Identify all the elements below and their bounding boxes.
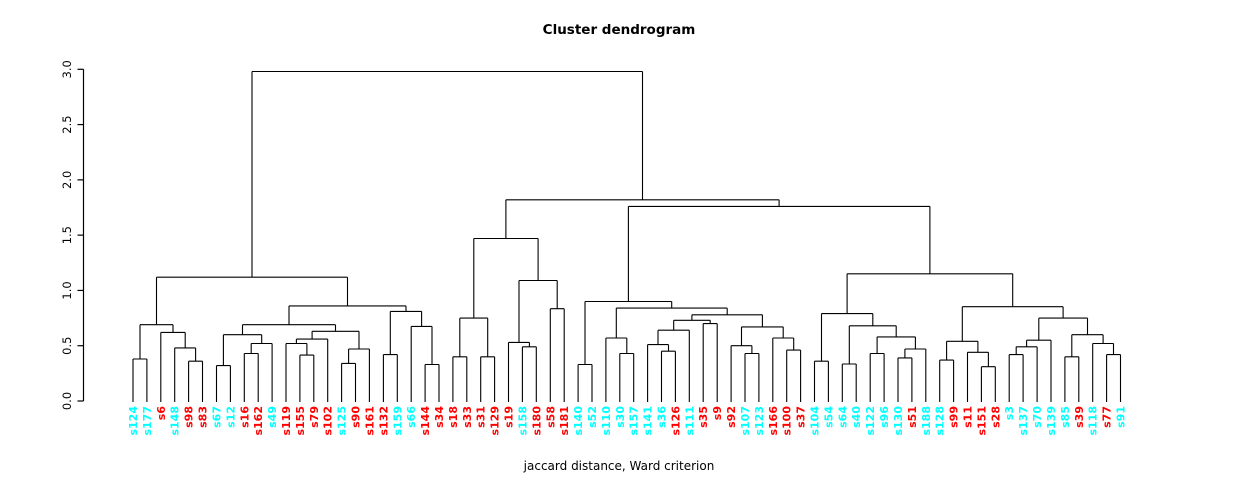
leaf-label: s137 bbox=[1017, 406, 1030, 436]
y-tick-label: 0.5 bbox=[60, 337, 74, 355]
leaf-label: s141 bbox=[642, 406, 655, 436]
leaf-label: s123 bbox=[753, 406, 766, 436]
leaf-label: s96 bbox=[878, 406, 891, 428]
leaf-label: s128 bbox=[934, 406, 947, 436]
leaf-label: s159 bbox=[391, 406, 404, 436]
leaf-label: s151 bbox=[975, 406, 988, 436]
leaf-label: s157 bbox=[628, 406, 641, 436]
leaf-label: s110 bbox=[600, 406, 613, 436]
x-axis-label: jaccard distance, Ward criterion bbox=[523, 459, 715, 473]
leaf-label: s28 bbox=[989, 406, 1002, 428]
leaf-label: s107 bbox=[739, 406, 752, 436]
leaf-label: s37 bbox=[795, 406, 808, 428]
leaf-label: s70 bbox=[1031, 406, 1044, 428]
leaf-label: s36 bbox=[656, 406, 669, 428]
leaf-label: s102 bbox=[322, 406, 335, 436]
leaf-label: s100 bbox=[781, 406, 794, 436]
leaf-label: s19 bbox=[503, 406, 516, 428]
leaf-label: s118 bbox=[1087, 406, 1100, 436]
leaf-label: s129 bbox=[489, 406, 502, 436]
leaf-label: s158 bbox=[516, 406, 529, 436]
leaf-label: s91 bbox=[1115, 406, 1128, 428]
y-tick-label: 3.0 bbox=[60, 60, 74, 78]
leaf-label: s122 bbox=[864, 406, 877, 436]
leaf-label: s35 bbox=[697, 406, 710, 428]
leaf-label: s132 bbox=[377, 406, 390, 436]
y-tick-label: 1.5 bbox=[60, 226, 74, 244]
leaf-label: s148 bbox=[169, 406, 182, 436]
leaf-label: s51 bbox=[906, 406, 919, 428]
leaf-label: s39 bbox=[1073, 406, 1086, 428]
leaf-label: s16 bbox=[238, 406, 251, 428]
leaf-label: s177 bbox=[141, 406, 154, 436]
leaf-label: s92 bbox=[725, 406, 738, 428]
leaf-label: s99 bbox=[948, 406, 961, 428]
leaf-label: s90 bbox=[350, 406, 363, 428]
leaf-label: s9 bbox=[711, 406, 724, 420]
leaf-label: s85 bbox=[1059, 406, 1072, 428]
leaf-label: s40 bbox=[850, 406, 863, 428]
dendrogram-lines bbox=[132, 70, 1122, 402]
leaf-label: s162 bbox=[252, 406, 265, 436]
leaf-label: s18 bbox=[447, 406, 460, 428]
leaf-label: s119 bbox=[280, 406, 293, 436]
leaf-label: s31 bbox=[475, 406, 488, 428]
leaf-label: s12 bbox=[224, 406, 237, 428]
leaf-label: s58 bbox=[544, 406, 557, 428]
leaf-label: s111 bbox=[683, 406, 696, 436]
leaf-label: s130 bbox=[892, 406, 905, 436]
leaf-label: s98 bbox=[183, 406, 196, 428]
leaf-label: s180 bbox=[530, 406, 543, 436]
leaf-label: s34 bbox=[433, 406, 446, 428]
leaf-label: s104 bbox=[809, 406, 822, 436]
leaf-label: s125 bbox=[336, 406, 349, 436]
leaf-label: s3 bbox=[1003, 406, 1016, 420]
leaf-label: s66 bbox=[405, 406, 418, 428]
leaf-label: s126 bbox=[669, 406, 682, 436]
leaf-label: s139 bbox=[1045, 406, 1058, 436]
leaf-label: s67 bbox=[210, 406, 223, 428]
leaf-label: s77 bbox=[1101, 406, 1114, 428]
leaf-label: s181 bbox=[558, 406, 571, 436]
y-tick-label: 1.0 bbox=[60, 281, 74, 299]
leaf-label: s155 bbox=[294, 406, 307, 436]
leaf-label: s83 bbox=[197, 406, 210, 428]
leaf-label: s144 bbox=[419, 406, 432, 436]
chart-title: Cluster dendrogram bbox=[542, 22, 696, 38]
leaf-label: s30 bbox=[614, 406, 627, 428]
leaf-label: s6 bbox=[155, 406, 168, 421]
leaf-label: s79 bbox=[308, 406, 321, 428]
leaf-label: s11 bbox=[962, 406, 975, 428]
leaf-label: s140 bbox=[572, 406, 585, 436]
leaf-label: s161 bbox=[363, 406, 376, 436]
leaf-label: s188 bbox=[920, 406, 933, 436]
leaf-label: s49 bbox=[266, 406, 279, 428]
leaf-label: s52 bbox=[586, 406, 599, 428]
y-tick-label: 2.5 bbox=[60, 115, 74, 133]
leaf-label: s33 bbox=[461, 406, 474, 428]
leaf-label: s124 bbox=[127, 406, 140, 436]
leaf-label: s166 bbox=[767, 406, 780, 436]
y-tick-label: 0.0 bbox=[60, 392, 74, 410]
leaf-label: s54 bbox=[822, 406, 835, 428]
leaf-label: s64 bbox=[836, 406, 849, 428]
y-tick-label: 2.0 bbox=[60, 171, 74, 189]
